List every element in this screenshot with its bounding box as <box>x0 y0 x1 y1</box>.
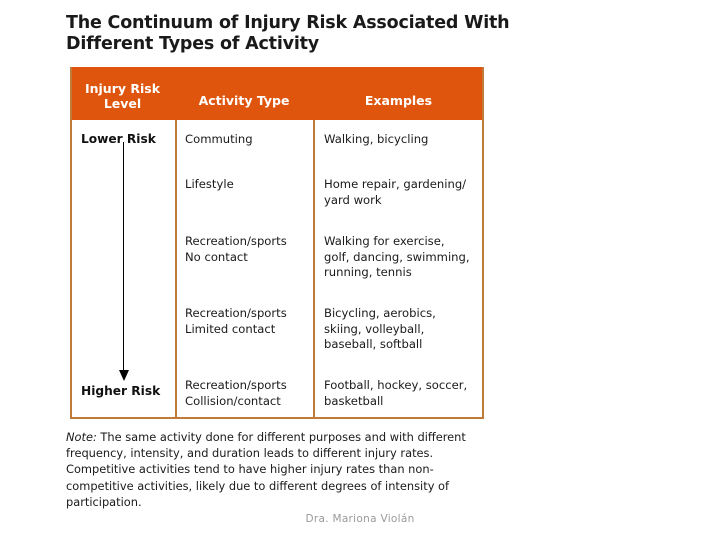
table-row: Recreation/sports Collision/contact <box>185 378 313 409</box>
column-header-risk-line-2: Level <box>103 95 142 111</box>
examples-line-2: yard work <box>324 192 382 207</box>
examples-line-2: skiing, volleyball, <box>324 321 425 336</box>
activity-line-2: Limited contact <box>185 321 276 336</box>
examples-line-3: running, tennis <box>324 265 412 279</box>
activity-line-1: Commuting <box>185 132 253 146</box>
risk-label-lower: Lower Risk <box>81 132 156 146</box>
examples-line-2: basketball <box>324 393 384 408</box>
risk-label-higher: Higher Risk <box>81 384 161 398</box>
activity-line-1: Recreation/sports <box>185 378 287 392</box>
injury-risk-table: Injury Risk Level Activity Type Examples… <box>70 67 484 419</box>
footer-credit: Dra. Mariona Violán <box>305 513 415 525</box>
examples-line-1: Football, hockey, soccer, <box>324 378 468 392</box>
table-row: Football, hockey, soccer, basketball <box>324 378 484 409</box>
title-line-1: The Continuum of Injury Risk Associated … <box>66 13 510 33</box>
table-row: Bicycling, aerobics, skiing, volleyball,… <box>324 306 484 353</box>
column-divider-2 <box>313 120 315 417</box>
table-row: Commuting <box>185 132 313 148</box>
table-row: Walking, bicycling <box>324 132 484 148</box>
table-row: Recreation/sports No contact <box>185 234 313 265</box>
column-header-risk-line-1: Injury Risk <box>84 80 161 96</box>
column-divider-1 <box>175 120 177 417</box>
page-title: The Continuum of Injury Risk Associated … <box>66 13 510 55</box>
examples-line-3: baseball, softball <box>324 337 423 351</box>
table-row: Recreation/sports Limited contact <box>185 306 313 337</box>
title-line-2: Different Types of Activity <box>66 34 319 54</box>
table-body: Lower Risk Higher Risk Commuting Walking… <box>70 120 484 417</box>
column-header-injury-risk-level: Injury Risk Level <box>70 67 175 120</box>
column-header-activity-type: Activity Type <box>198 93 290 108</box>
examples-line-1: Home repair, gardening/ <box>324 177 467 191</box>
examples-line-1: Walking for exercise, <box>324 234 445 248</box>
note-text: Note: The same activity done for differe… <box>66 429 490 510</box>
table-header-row: Injury Risk Level Activity Type Examples <box>70 67 484 120</box>
activity-line-1: Lifestyle <box>185 177 234 191</box>
activity-line-2: No contact <box>185 249 248 264</box>
note-body: The same activity done for different pur… <box>66 430 466 509</box>
risk-gradient-arrow-shaft <box>123 142 124 372</box>
examples-line-2: golf, dancing, swimming, <box>324 249 470 264</box>
column-header-examples: Examples <box>364 93 433 108</box>
examples-line-1: Bicycling, aerobics, <box>324 306 436 320</box>
activity-line-1: Recreation/sports <box>185 234 287 248</box>
examples-line-1: Walking, bicycling <box>324 132 429 146</box>
note-label: Note: <box>66 430 97 444</box>
table-row: Home repair, gardening/ yard work <box>324 177 484 208</box>
down-arrow-icon <box>119 370 129 381</box>
activity-line-2: Collision/contact <box>185 393 281 408</box>
activity-line-1: Recreation/sports <box>185 306 287 320</box>
table-row: Walking for exercise, golf, dancing, swi… <box>324 234 484 281</box>
table-row: Lifestyle <box>185 177 313 193</box>
